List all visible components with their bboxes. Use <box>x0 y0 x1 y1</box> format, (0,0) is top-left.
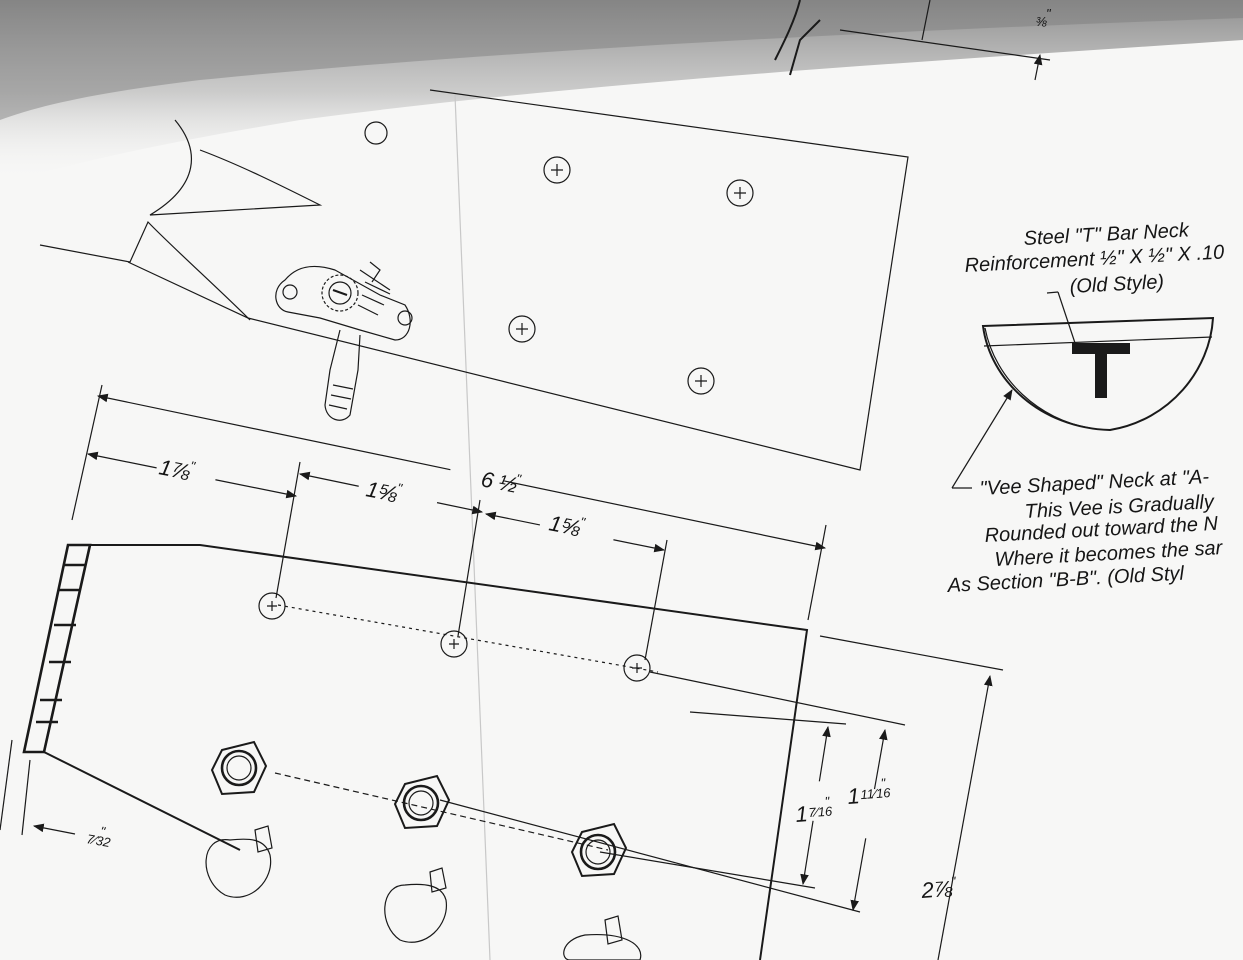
bushing-nut-icon <box>393 774 451 830</box>
svg-text:": " <box>950 874 957 889</box>
tuner-button-icon <box>384 867 447 943</box>
svg-text:⅝: ⅝ <box>560 513 583 541</box>
bushing-nut-icon <box>210 740 268 796</box>
tuner-button-icon <box>563 915 642 960</box>
svg-text:": " <box>396 480 405 496</box>
dim-hole-spacing-a: 1 ⅝ " <box>364 476 405 507</box>
svg-text:": " <box>515 471 524 487</box>
screw-hole-icon <box>687 367 715 395</box>
svg-text:(Old Style): (Old Style) <box>1069 271 1164 298</box>
bushing-nut-icon <box>570 822 628 878</box>
svg-text:½: ½ <box>497 470 520 498</box>
svg-text:1: 1 <box>157 454 174 481</box>
svg-text:⅜: ⅜ <box>1036 14 1047 29</box>
svg-text:⅞: ⅞ <box>170 457 193 485</box>
svg-text:6: 6 <box>479 466 497 493</box>
dim-outer-width: 1 11⁄16 " <box>847 775 892 809</box>
svg-text:⅝: ⅝ <box>377 479 400 507</box>
svg-text:1: 1 <box>795 801 809 827</box>
dim-head-width: 2 ⅞ " <box>920 874 958 904</box>
tuner-hole-icon <box>623 654 651 682</box>
dim-hole-spacing-b: 1 ⅝ " <box>547 510 588 541</box>
tuner-machine-icon <box>275 261 413 421</box>
svg-text:": " <box>99 823 108 839</box>
svg-text:1: 1 <box>364 476 381 503</box>
headstock-plan-view <box>22 543 809 960</box>
screw-hole-icon <box>543 156 571 184</box>
dim-inner-width: 1 7⁄16 " <box>795 794 834 827</box>
svg-text:1: 1 <box>547 510 564 537</box>
dim-nut-offset: 7⁄32 " <box>85 823 112 850</box>
screw-hole-icon <box>364 121 388 145</box>
svg-text:2: 2 <box>920 877 935 903</box>
dim-top-right: ⅜ " <box>1036 6 1052 29</box>
headstock-side-view <box>39 89 909 471</box>
tuner-hole-icon <box>258 592 286 620</box>
dim-overall-length: 6 ½ " <box>479 466 524 498</box>
screw-hole-icon <box>726 179 754 207</box>
svg-text:": " <box>189 458 198 474</box>
nut-slot-block <box>22 543 92 754</box>
screw-hole-icon <box>508 315 536 343</box>
svg-text:": " <box>579 514 588 530</box>
svg-text:7⁄16: 7⁄16 <box>808 803 834 820</box>
svg-text:1: 1 <box>847 783 861 809</box>
svg-text:": " <box>824 794 831 809</box>
svg-text:⅞: ⅞ <box>934 876 954 902</box>
neck-section-view <box>951 291 1215 489</box>
dimension-lines <box>0 0 1051 960</box>
tuner-button-icon <box>205 825 273 898</box>
svg-text:": " <box>1046 6 1052 21</box>
svg-text:As Section "B-B". (Old St: As Section "B-B". (Old Styl <box>946 563 1185 597</box>
vee-note: "Vee Shaped" Neck at "A- This Vee is Gra… <box>946 466 1224 597</box>
svg-text:7⁄32: 7⁄32 <box>85 831 112 850</box>
section-note: Steel "T" Bar Neck Reinforcement ½" X ½"… <box>964 219 1225 298</box>
tuner-hole-icon <box>440 630 468 658</box>
svg-text:": " <box>880 775 887 790</box>
t-bar-icon <box>1072 343 1130 398</box>
dimension-labels: 6 ½ " 1 ⅞ " 1 ⅝ " 1 ⅝ " 1 7⁄16 " 1 11⁄16… <box>85 6 1052 903</box>
svg-text:Reinforcement ½" X ½" X .10: Reinforcement ½" X ½" X .10 <box>964 241 1225 277</box>
dim-first-hole: 1 ⅞ " <box>157 454 198 485</box>
svg-text:11⁄16: 11⁄16 <box>860 785 892 802</box>
